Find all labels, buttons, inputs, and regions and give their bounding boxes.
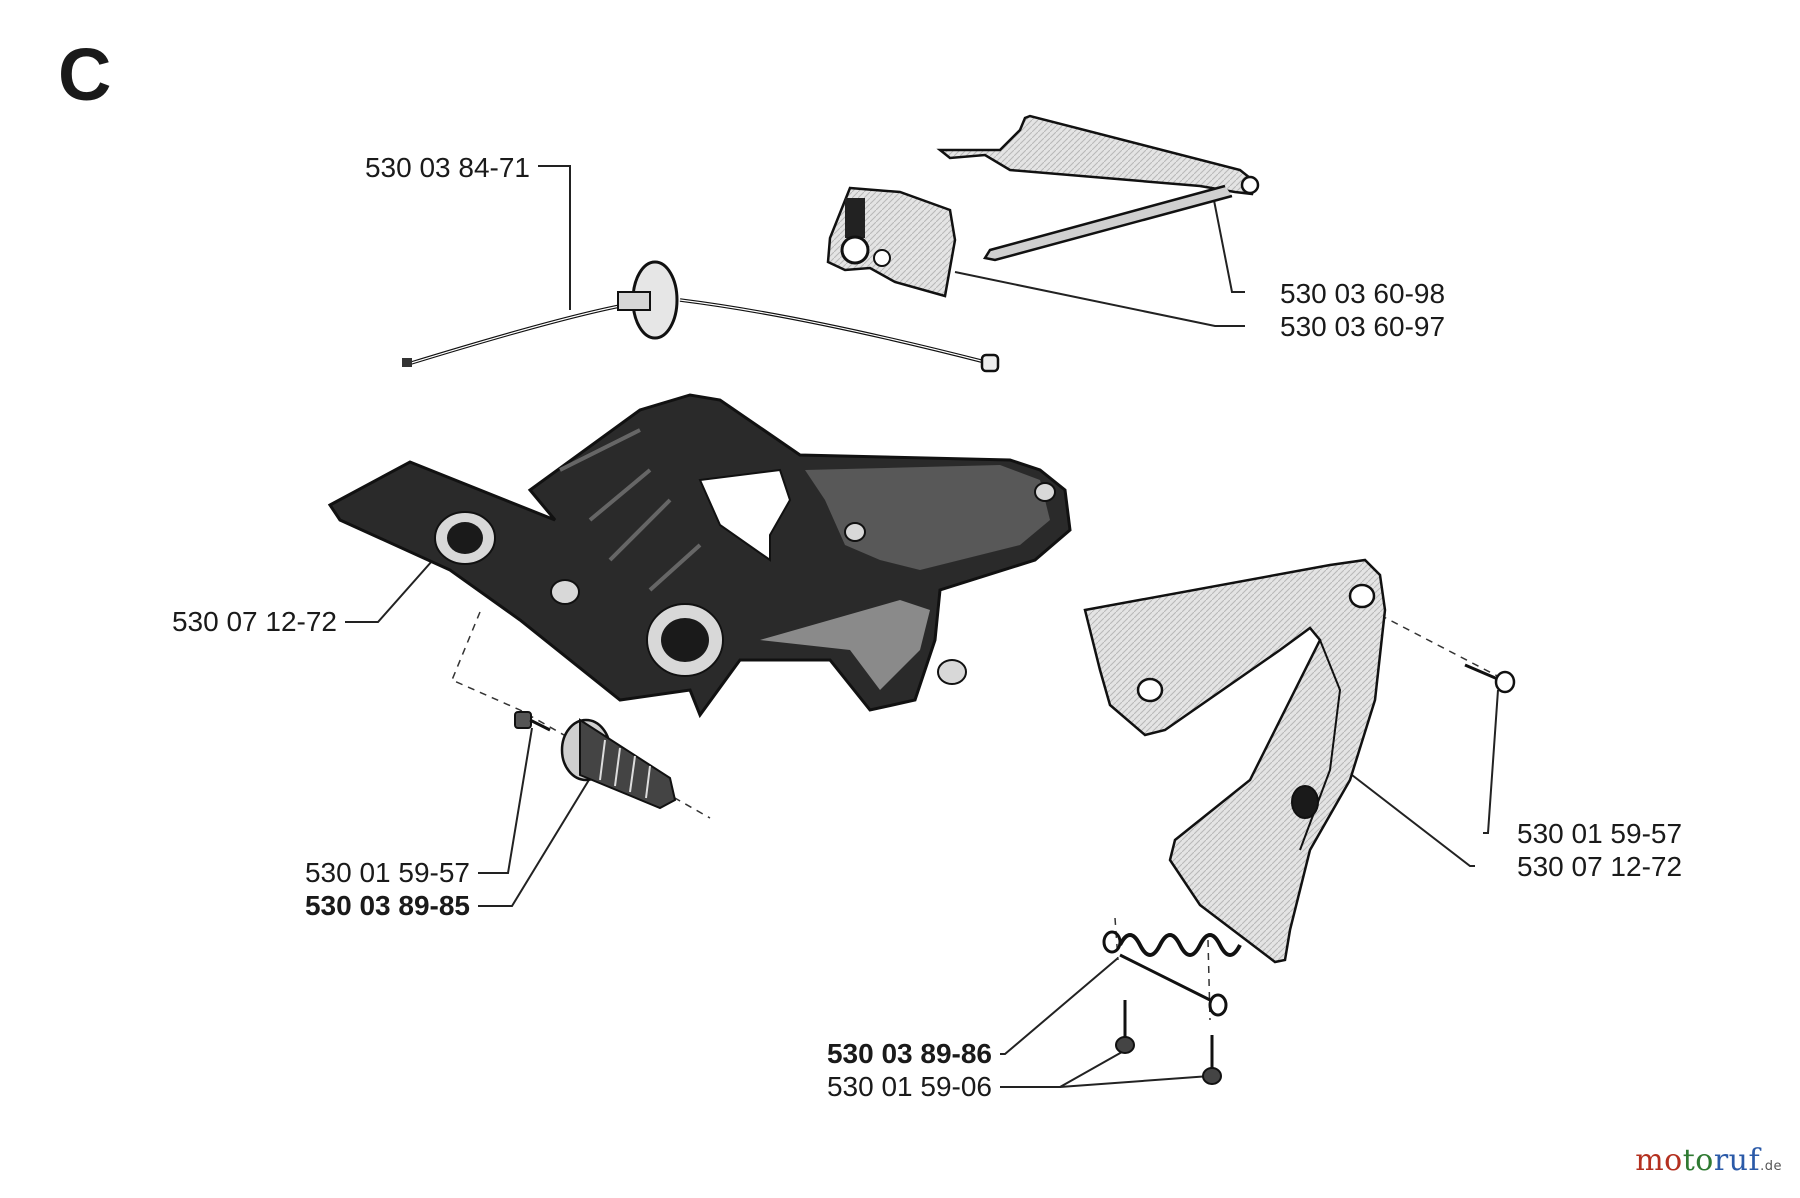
- leader-screw-right: [1483, 689, 1499, 834]
- right-handle-part: [1083, 558, 1387, 964]
- leader-screws-bottom-b: [1059, 1075, 1211, 1088]
- throttle-cable-part: [402, 260, 1000, 373]
- label-handle-left: 530 07 12-72: [171, 606, 337, 637]
- leader-screw-left: [478, 727, 533, 874]
- section-letter: C: [58, 33, 112, 116]
- label-screw-left: 530 01 59-57: [304, 857, 470, 888]
- leader-handle-left: [345, 551, 441, 623]
- leader-spring: [1000, 957, 1119, 1055]
- label-lock-button: 530 03 60-97: [1280, 311, 1446, 342]
- leader-handle-right: [1351, 774, 1475, 867]
- watermark-part3: ruf: [1713, 1143, 1761, 1178]
- trigger-lever-part: [936, 114, 1260, 262]
- screw-right-part: [1464, 663, 1516, 694]
- leader-buffer-left: [478, 769, 596, 907]
- label-screws-bottom: 530 01 59-06: [826, 1071, 992, 1102]
- leader-lines: [345, 165, 1499, 1088]
- watermark-part2: to: [1682, 1143, 1714, 1178]
- label-handle-right: 530 07 12-72: [1517, 851, 1683, 882]
- spring-part: [1102, 930, 1242, 1017]
- label-trigger-lever: 530 03 60-98: [1280, 278, 1446, 309]
- watermark-tld: .de: [1760, 1159, 1782, 1174]
- watermark-part1: mo: [1635, 1143, 1683, 1178]
- screws-bottom-part: [1115, 1000, 1222, 1085]
- label-buffer-left: 530 03 89-85: [304, 890, 470, 921]
- buffer-left-part: [514, 711, 677, 810]
- leader-cable: [538, 165, 571, 310]
- label-spring: 530 03 89-86: [826, 1038, 992, 1069]
- main-handle-part: [327, 393, 1072, 719]
- label-screw-right: 530 01 59-57: [1517, 818, 1683, 849]
- watermark-logo: motoruf.de: [1635, 1143, 1782, 1178]
- lock-button-part: [826, 186, 957, 298]
- leader-trigger-lever: [1209, 179, 1245, 293]
- leader-screws-bottom-a: [1000, 1051, 1123, 1088]
- leader-lock-button: [954, 271, 1245, 327]
- label-cable: 530 03 84-71: [364, 152, 530, 183]
